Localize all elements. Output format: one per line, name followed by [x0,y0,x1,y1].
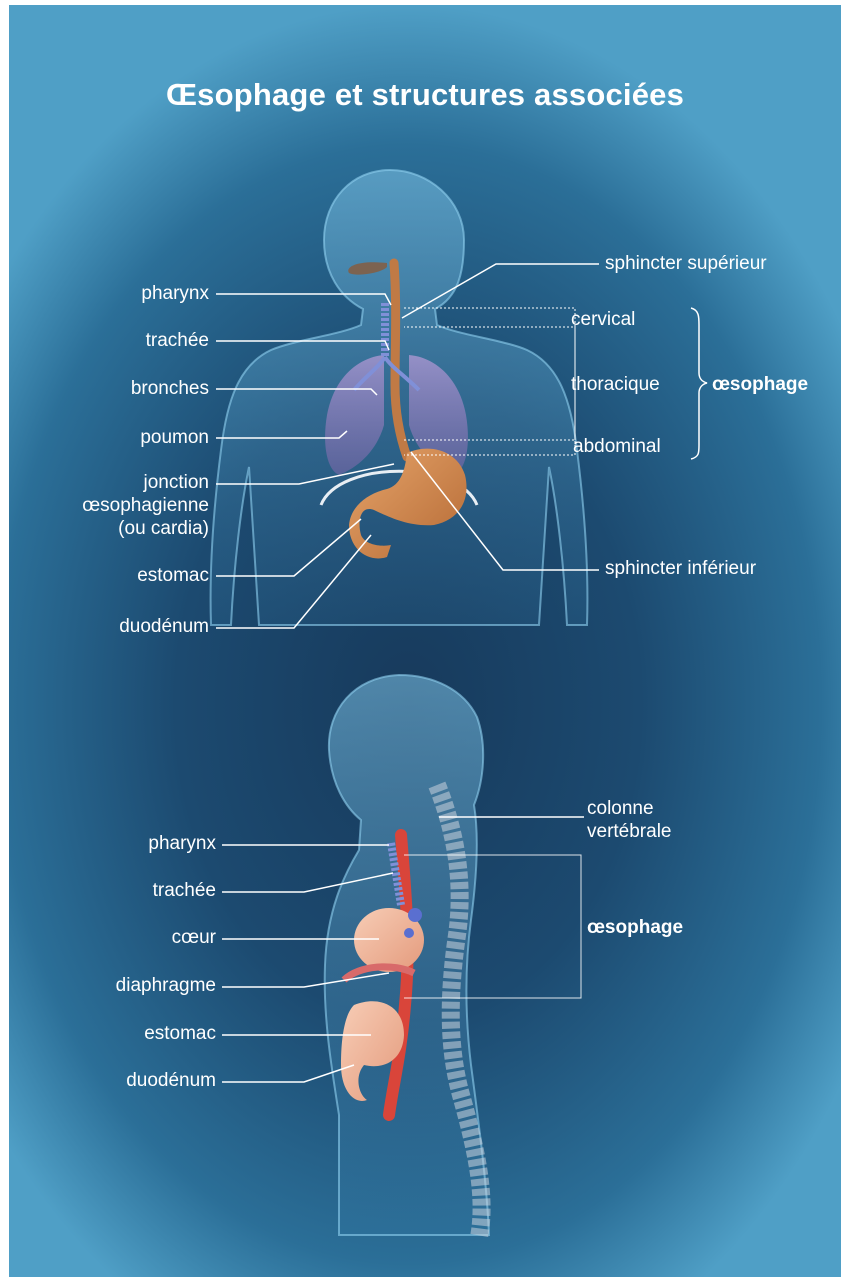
front-label-duodenum: duodénum [9,616,209,638]
front-label-junction-1: jonction [9,472,209,494]
front-label-cervical: cervical [571,309,635,331]
side-label-heart: cœur [9,927,216,949]
front-label-junction-2: œsophagienne [9,495,209,517]
side-label-esophagus-group: œsophage [587,917,683,939]
front-label-trachea: trachée [9,330,209,352]
front-label-stomach: estomac [9,565,209,587]
front-label-upper-sphincter: sphincter supérieur [605,253,767,275]
front-label-junction-3: (ou cardia) [9,518,209,540]
front-label-abdominal: abdominal [573,436,661,458]
front-label-lower-sphincter: sphincter inférieur [605,558,756,580]
front-label-lung: poumon [9,427,209,449]
page-title: Œsophage et structures associées [9,77,841,113]
side-label-diaphragm: diaphragme [9,975,216,997]
side-heart [354,908,424,972]
front-label-pharynx: pharynx [9,283,209,305]
front-label-bronchi: bronches [9,378,209,400]
side-label-stomach: estomac [9,1023,216,1045]
side-label-trachea: trachée [9,880,216,902]
front-label-esophagus-group: œsophage [712,374,808,396]
side-label-spine-line2: vertébrale [587,821,672,843]
side-label-pharynx: pharynx [9,833,216,855]
side-label-duodenum: duodénum [9,1070,216,1092]
diagram-canvas: Œsophage et structures associées pharynx… [9,5,841,1277]
front-label-thoracic: thoracique [571,374,660,396]
side-label-spine-line1: colonne [587,798,654,820]
